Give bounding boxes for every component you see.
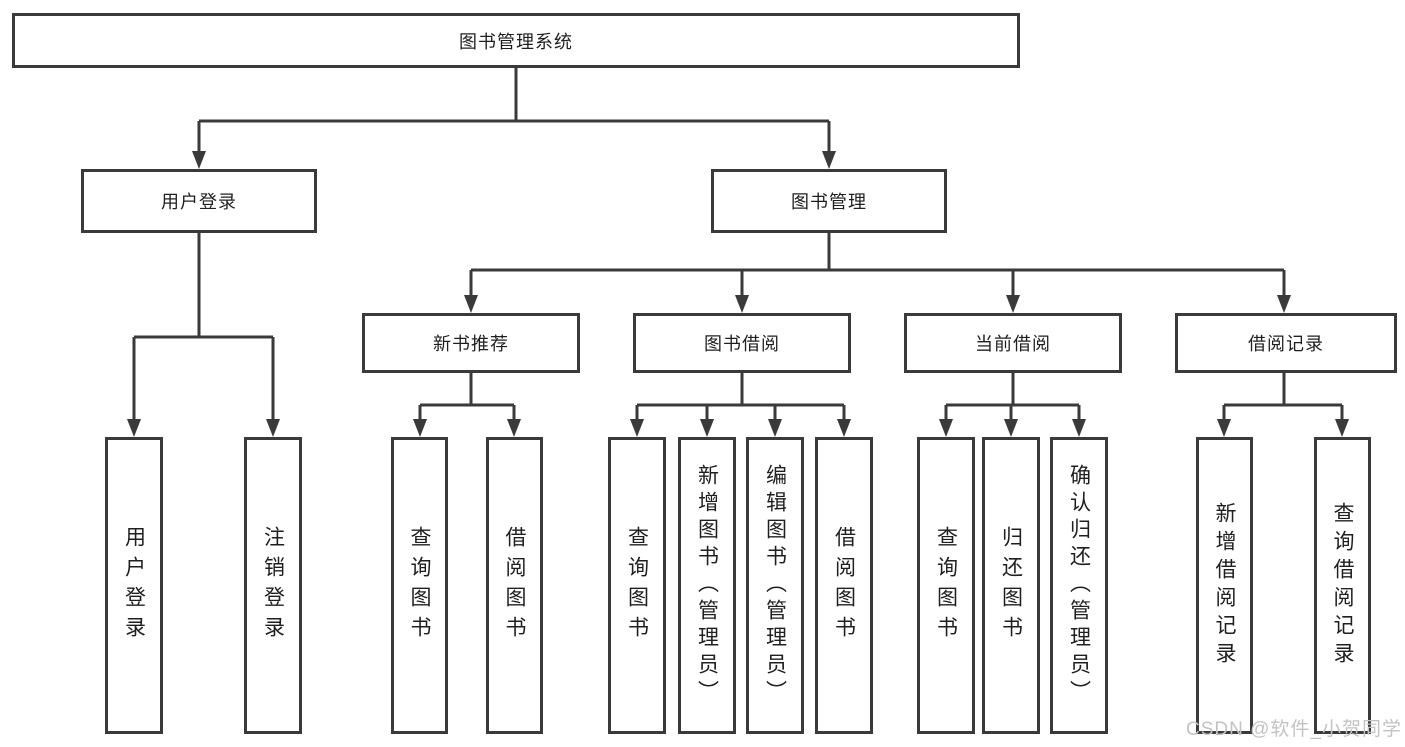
leaf-query-books-borrow-label: 查询图书 — [625, 525, 649, 646]
leaf-return-books-label: 归还图书 — [999, 525, 1023, 646]
leaf-user-login: 用户登录 — [105, 437, 163, 734]
node-new-book-recommend-label: 新书推荐 — [433, 334, 509, 354]
leaf-borrow-books-label: 借阅图书 — [832, 525, 856, 646]
leaf-return-books: 归还图书 — [982, 437, 1040, 734]
leaf-query-borrow-record-label: 查询借阅记录 — [1331, 501, 1354, 670]
node-new-book-recommend: 新书推荐 — [362, 313, 580, 373]
csdn-watermark: CSDN @软件_小贺同学 — [1186, 719, 1402, 740]
leaf-borrow-books-recommend: 借阅图书 — [486, 437, 543, 734]
node-borrow-records: 借阅记录 — [1175, 313, 1397, 373]
node-current-borrow: 当前借阅 — [904, 313, 1122, 373]
leaf-add-books-admin-label: 新增图书（管理员） — [695, 464, 719, 707]
node-root-label: 图书管理系统 — [459, 31, 573, 52]
leaf-add-books-admin: 新增图书（管理员） — [678, 437, 736, 734]
leaf-confirm-return-admin-label: 确认归还（管理员） — [1067, 464, 1091, 707]
node-book-management-label: 图书管理 — [791, 192, 867, 212]
leaf-add-borrow-record-label: 新增借阅记录 — [1213, 501, 1236, 670]
node-root-system: 图书管理系统 — [12, 13, 1020, 68]
leaf-user-login-label: 用户登录 — [122, 525, 146, 646]
leaf-edit-books-admin: 编辑图书（管理员） — [746, 437, 804, 734]
node-user-login-module: 用户登录 — [81, 169, 317, 233]
leaf-add-borrow-record: 新增借阅记录 — [1196, 437, 1253, 734]
node-book-borrow-label: 图书借阅 — [704, 334, 780, 354]
node-book-management-module: 图书管理 — [711, 169, 947, 233]
node-user-login-label: 用户登录 — [161, 192, 237, 212]
arrowheads — [127, 151, 1349, 437]
leaf-query-books-recommend: 查询图书 — [391, 437, 448, 734]
node-book-borrow: 图书借阅 — [633, 313, 851, 373]
leaf-borrow-books: 借阅图书 — [815, 437, 873, 734]
leaf-query-books-current-label: 查询图书 — [934, 525, 958, 646]
leaf-confirm-return-admin: 确认归还（管理员） — [1050, 437, 1108, 734]
leaf-edit-books-admin-label: 编辑图书（管理员） — [763, 464, 787, 707]
leaf-logout: 注销登录 — [244, 437, 302, 734]
node-current-borrow-label: 当前借阅 — [975, 334, 1051, 354]
leaf-query-books-current: 查询图书 — [917, 437, 975, 734]
node-borrow-records-label: 借阅记录 — [1248, 334, 1324, 354]
leaf-borrow-books-recommend-label: 借阅图书 — [503, 525, 526, 646]
leaf-query-books-borrow: 查询图书 — [608, 437, 666, 734]
leaf-query-books-recommend-label: 查询图书 — [408, 525, 431, 646]
leaf-query-borrow-record: 查询借阅记录 — [1314, 437, 1371, 734]
leaf-logout-label: 注销登录 — [261, 525, 285, 646]
